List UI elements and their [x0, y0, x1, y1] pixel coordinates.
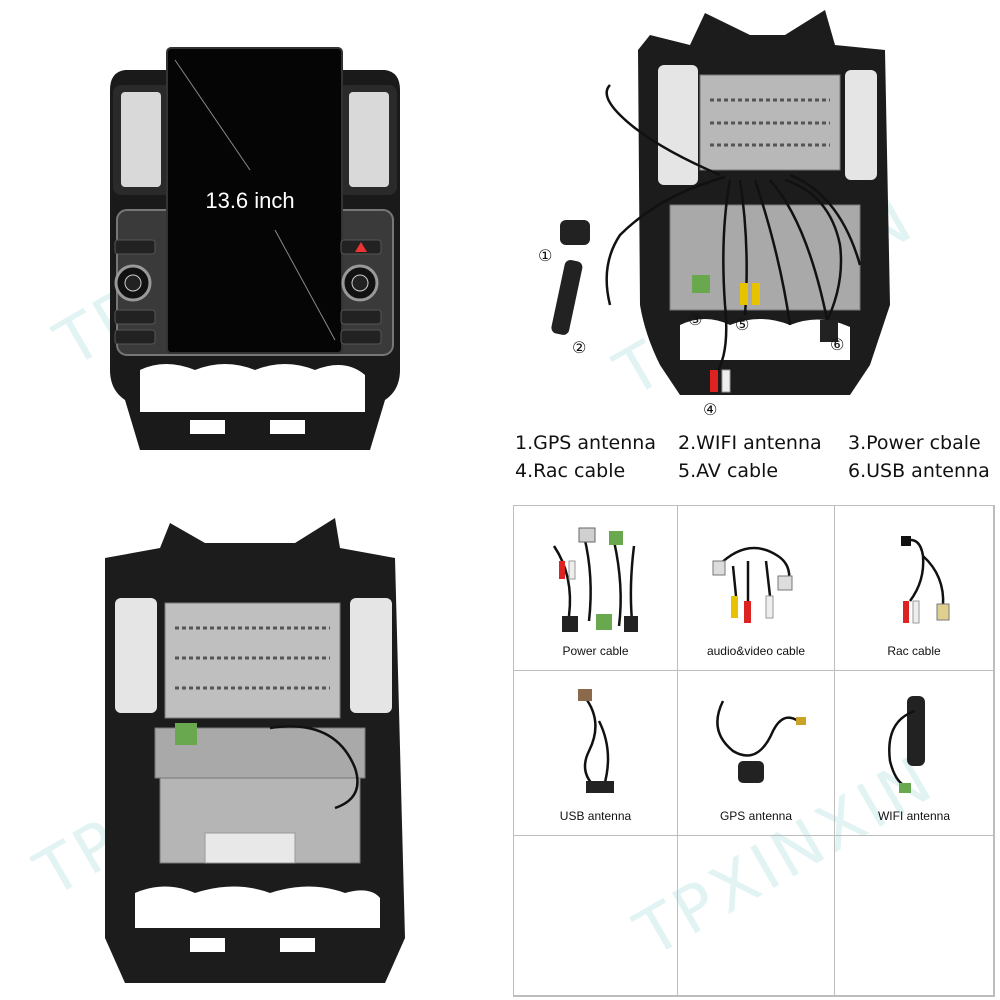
accessory-cell-power-cable: Power cable: [514, 506, 678, 671]
legend-item-2: 2.WIFI antenna: [678, 432, 822, 454]
callout-6: ⑥: [830, 335, 845, 354]
accessory-cell-empty-3: [835, 836, 994, 996]
accessory-cell-usb-antenna: USB antenna: [514, 671, 678, 836]
av-cable-icon: [712, 546, 793, 623]
legend-item-5: 5.AV cable: [678, 460, 779, 482]
screen-size-label: 13.6 inch: [205, 188, 295, 213]
accessory-cell-empty-2: [678, 836, 835, 996]
accessory-cell-av-cable: audio&video cable: [678, 506, 835, 671]
accessories-grid: Power cable audio&video cable Rac cable: [513, 505, 995, 997]
usb-antenna-icon: [578, 689, 614, 793]
rear-cables-image: [530, 5, 930, 425]
rear-wiring-illustration: [551, 10, 890, 395]
accessory-label: audio&video cable: [706, 644, 806, 658]
accessory-cell-empty-1: [514, 836, 678, 996]
rca-cable-icon: [901, 536, 950, 624]
power-cable-icon: [552, 527, 638, 632]
legend-item-4: 4.Rac cable: [515, 460, 626, 482]
gps-antenna-icon: [716, 700, 806, 783]
wifi-antenna-icon: [888, 696, 925, 793]
accessory-cell-wifi-antenna: WIFI antenna: [835, 671, 994, 836]
accessory-label: Rac cable: [887, 644, 941, 658]
front-view-image: [95, 40, 415, 460]
legend-item-1: 1.GPS antenna: [515, 432, 656, 454]
accessory-label: Power cable: [562, 644, 629, 658]
accessory-cell-gps-antenna: GPS antenna: [678, 671, 835, 836]
front-panel-illustration: [110, 47, 400, 450]
legend-item-3: 3.Power cbale: [848, 432, 981, 454]
accessory-label: WIFI antenna: [877, 809, 951, 823]
accessory-label: GPS antenna: [719, 809, 793, 823]
callout-4: ④: [703, 400, 718, 419]
rear-view-image: [95, 518, 415, 988]
callout-5: ⑤: [735, 315, 750, 334]
callout-2: ②: [572, 338, 587, 357]
callout-3: ③: [688, 310, 703, 329]
callout-1: ①: [538, 246, 553, 265]
rear-panel-illustration: [105, 518, 405, 983]
accessory-cell-rca-cable: Rac cable: [835, 506, 994, 671]
accessory-label: USB antenna: [559, 809, 632, 823]
legend-item-6: 6.USB antenna: [848, 460, 990, 482]
